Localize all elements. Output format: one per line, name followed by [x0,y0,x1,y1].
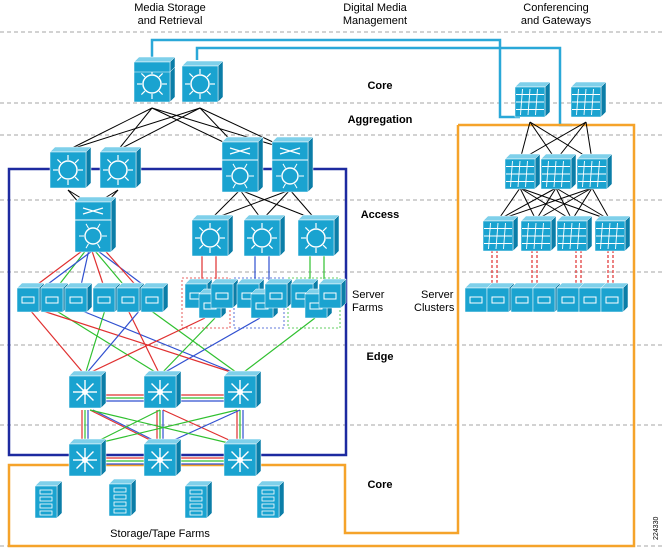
access-switch-left-icon [74,196,117,253]
core-fabric-switch-2-icon [143,438,182,477]
header-media-line1: Media Storage [134,2,206,14]
header-media-line2: and Retrieval [138,15,203,27]
server-farm-right-9-icon [318,278,347,309]
access-switch-2-icon [243,214,286,257]
edge-switch-2-icon [143,370,182,409]
storage-array-2-icon [108,478,137,517]
core-fabric-switch-3-icon [223,438,262,477]
server-farm-right-6-icon [264,278,293,309]
server-farm-links [29,244,325,376]
gateway-1-icon [514,81,551,118]
edge-switch-1-icon [68,370,107,409]
server-cluster-7-icon [600,282,629,313]
server-farm-left-6-icon [140,282,169,313]
server-farm-left-5-icon [116,282,145,313]
server-cluster-4-icon [532,282,561,313]
server-clusters-label-line2: Clusters [414,302,455,314]
tier-aggregation: Aggregation [348,114,413,126]
conference-switch-5-icon [520,215,557,252]
cluster-links [491,250,614,285]
access-switch-3-icon [297,214,340,257]
header-digital-line1: Digital Media [343,2,407,14]
server-farms-label-line1: Server [352,289,385,301]
conference-switch-4-icon [482,215,519,252]
aggregation-switch-4-icon [271,136,314,193]
server-cluster-2-icon [486,282,515,313]
gateway-2-icon [570,81,607,118]
header-conf-line1: Conferencing [523,2,588,14]
edge-switch-3-icon [223,370,262,409]
access-switch-1-icon [191,214,234,257]
header-conf-line2: and Gateways [521,15,592,27]
core-switch-2-icon [181,60,224,103]
storage-array-3-icon [184,480,213,519]
conference-switch-1-icon [504,153,541,190]
storage-farms-label: Storage/Tape Farms [110,528,210,540]
server-farm-left-4-icon [92,282,121,313]
tier-core-bottom: Core [367,479,392,491]
header-digital-line2: Management [343,15,407,27]
server-farm-left-2-icon [40,282,69,313]
conference-switch-2-icon [540,153,577,190]
server-farms-label-line2: Farms [352,302,384,314]
side-labels: Server Farms Server Clusters Storage/Tap… [110,289,455,540]
tier-access: Access [361,209,400,221]
tier-core-top: Core [367,80,392,92]
devices [16,56,631,519]
aggregation-switch-1-icon [49,146,92,189]
storage-array-1-icon [34,480,63,519]
conference-switch-6-icon [556,215,593,252]
server-farm-right-3-icon [210,278,239,309]
figure-id: 224330 [653,517,660,540]
orange-region-border [7,123,636,548]
core-switch-1-chassis-icon [133,56,176,73]
tier-labels: Core Aggregation Access Edge Core [348,80,413,491]
server-farm-left-3-icon [64,282,93,313]
aggregation-switch-2-icon [99,146,142,189]
core-fabric-switch-1-icon [68,438,107,477]
server-clusters-label-line1: Server [421,289,454,301]
storage-array-4-icon [256,480,285,519]
aggregation-switch-3-icon [221,136,264,193]
server-farm-left-1-icon [16,282,45,313]
column-headers: Media Storage and Retrieval Digital Medi… [134,2,591,27]
conference-switch-3-icon [576,153,613,190]
conference-switch-7-icon [594,215,631,252]
tier-edge: Edge [367,351,394,363]
